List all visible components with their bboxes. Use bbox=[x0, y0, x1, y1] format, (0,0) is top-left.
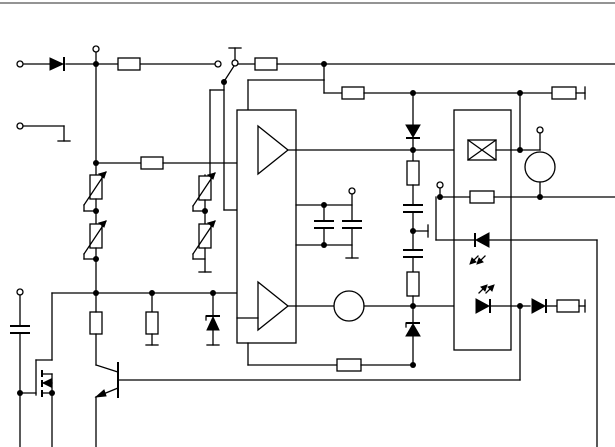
mosfet-switch bbox=[17, 359, 55, 447]
output-transistor bbox=[94, 362, 521, 447]
feedback-resistor-bottom bbox=[336, 358, 362, 372]
test-point-module bbox=[436, 181, 444, 189]
load-resistor bbox=[145, 311, 159, 335]
trimmer-left-lower bbox=[83, 220, 107, 255]
chain-resistor-upper bbox=[406, 160, 420, 186]
zener-diode-right bbox=[405, 322, 421, 337]
zener-diode-left bbox=[205, 292, 220, 346]
test-point-right bbox=[536, 126, 544, 134]
trimmer-middle-lower bbox=[192, 220, 216, 255]
chain-capacitor-upper bbox=[403, 204, 423, 213]
trimmer-middle-upper bbox=[192, 172, 216, 207]
filter-capacitor-a bbox=[314, 204, 334, 246]
bias-resistor bbox=[89, 311, 103, 335]
trimmer-left-upper bbox=[83, 171, 107, 206]
supply-rail bbox=[23, 51, 216, 65]
input-diode bbox=[49, 57, 65, 71]
output-resistor bbox=[556, 299, 580, 313]
filter-capacitor-b bbox=[342, 220, 362, 259]
coupling-capacitor bbox=[10, 325, 30, 334]
switch-contact-left bbox=[214, 60, 222, 68]
pullup-resistor-right bbox=[551, 86, 577, 100]
changeover-switch bbox=[224, 47, 256, 81]
rail-test-point bbox=[92, 45, 100, 53]
input-terminal-bottom bbox=[16, 288, 24, 296]
amplifier-lower bbox=[257, 280, 290, 332]
input-resistor-upper-amp bbox=[140, 156, 164, 170]
switch-output-resistor bbox=[254, 57, 278, 71]
series-resistor-top bbox=[117, 57, 141, 71]
input-terminal-middle bbox=[16, 122, 24, 130]
relay-coil bbox=[467, 139, 497, 161]
feedback-resistor-top bbox=[341, 86, 365, 100]
chain-capacitor-lower bbox=[403, 249, 423, 258]
chain-resistor-lower bbox=[406, 271, 420, 297]
output-diode bbox=[531, 298, 547, 314]
indicator-lamp-right bbox=[524, 151, 556, 183]
clamp-diode-top bbox=[405, 124, 421, 139]
module-resistor bbox=[469, 190, 495, 204]
amplifier-upper bbox=[257, 124, 290, 176]
input-terminal-top bbox=[16, 60, 24, 68]
indicator-lamp-center bbox=[333, 290, 365, 322]
